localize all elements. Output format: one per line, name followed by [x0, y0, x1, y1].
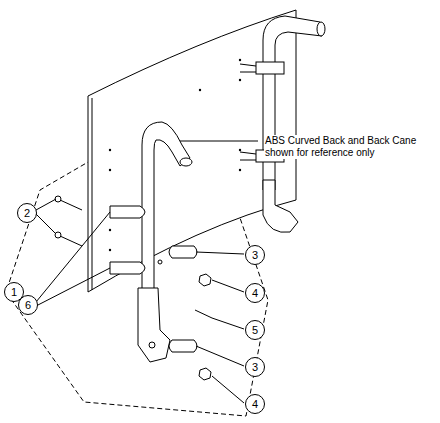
screw	[195, 310, 212, 318]
reference-back-cane	[240, 16, 325, 232]
cane-clamps	[169, 246, 197, 352]
panel-edge	[92, 98, 93, 290]
back-cane	[138, 122, 192, 362]
callout-number: 5	[245, 320, 265, 340]
callout-number: 3	[245, 357, 265, 377]
panel-clamps	[110, 206, 145, 274]
nuts	[199, 274, 211, 380]
leader-lines	[36, 141, 272, 403]
callout-number: 6	[18, 295, 38, 315]
callout-number: 3	[245, 245, 265, 265]
callout-number: 4	[245, 394, 265, 414]
screws	[55, 196, 82, 246]
reference-note: ABS Curved Back and Back Cane shown for …	[264, 135, 426, 159]
callout-number: 2	[17, 203, 37, 223]
callout-number: 4	[245, 283, 265, 303]
